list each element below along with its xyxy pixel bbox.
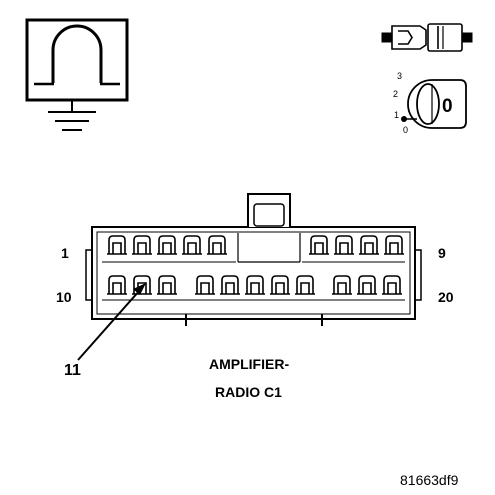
pin-cavity (245, 275, 265, 295)
pin-cavity (382, 275, 402, 295)
pin-cavity (157, 275, 177, 295)
pin-cavity (107, 275, 127, 295)
pin-label-11: 11 (64, 362, 81, 379)
top-row-cavities (107, 235, 404, 255)
pin-cavity (220, 275, 240, 295)
pin-cavity (157, 235, 177, 255)
pin-cavity (357, 275, 377, 295)
ignition-position-label: 1 (394, 110, 399, 120)
pin-cavity (270, 275, 290, 295)
pin-cavity (295, 275, 315, 295)
pin-cavity (384, 235, 404, 255)
ignition-position-label: 3 (397, 71, 402, 81)
pin-cavity (182, 235, 202, 255)
pin-label-20: 20 (438, 289, 454, 305)
pin-11-callout (77, 283, 146, 361)
connector-housing (85, 193, 422, 326)
pin-cavity (332, 275, 352, 295)
pin-cavity (359, 235, 379, 255)
ignition-position-label: 0 (403, 125, 408, 135)
ground-symbol-icon (25, 18, 129, 131)
in-line-connector-icon (381, 23, 473, 52)
figure-id: 81663df9 (400, 472, 459, 488)
pin-cavity (207, 235, 227, 255)
pin-label-1: 1 (61, 245, 69, 261)
pin-label-9: 9 (438, 245, 446, 261)
bottom-row-cavities (107, 275, 402, 295)
pin-label-10: 10 (56, 289, 72, 305)
pin-cavity (132, 235, 152, 255)
ignition-position-label: 2 (393, 89, 398, 99)
ignition-key-label: 0 (442, 96, 453, 117)
connector-title-line2: RADIO C1 (215, 384, 282, 400)
connector-title-line1: AMPLIFIER- (209, 356, 289, 372)
pin-cavity (107, 235, 127, 255)
ignition-switch-icon: 3 2 1 0 0 (393, 71, 467, 135)
pin-cavity (309, 235, 329, 255)
pin-cavity (334, 235, 354, 255)
pin-cavity (195, 275, 215, 295)
